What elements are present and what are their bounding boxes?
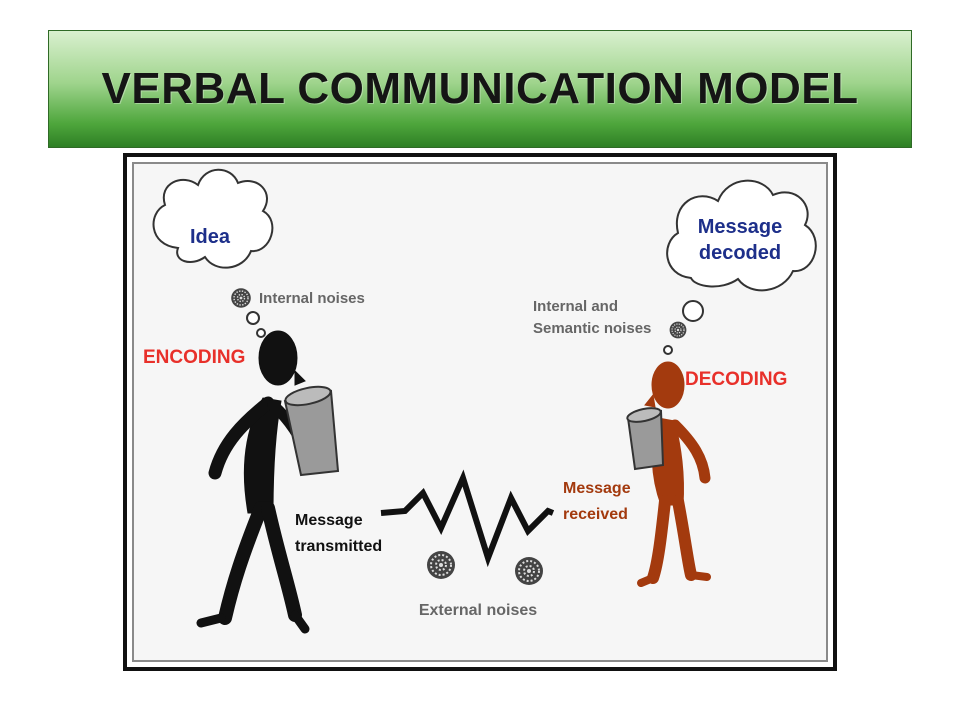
message-transmitted-line1: Message [295,512,363,529]
sender-noise-label: Internal noises [259,290,365,307]
sender-figure [196,330,314,634]
sender-thought-label: Idea [190,226,231,248]
message-transmitted-line2: transmitted [295,538,382,555]
receiver-noise-line1: Internal and [533,298,618,315]
receiver-thought-cloud [666,179,817,292]
receiver-noise-line2: Semantic noises [533,320,651,337]
title-banner: VERBAL COMMUNICATION MODEL [48,30,912,148]
receiver-thought-line1: Message [698,216,783,238]
external-noises-label: External noises [419,602,537,619]
decoding-label: DECODING [685,369,787,390]
message-received-line2: received [563,506,628,523]
internal-noise-icon [230,287,252,309]
receiver-thought-line2: decoded [699,242,781,264]
message-received-line1: Message [563,480,631,497]
page-title: VERBAL COMMUNICATION MODEL [101,64,859,113]
sender-thought-cloud [152,168,274,269]
receiver-cup-icon [626,407,665,471]
sender-thought-bubbles [230,287,266,338]
encoding-label: ENCODING [143,347,245,368]
sender-cup-icon [283,385,340,477]
communication-diagram: Idea Internal noises ENCODING Message tr… [143,168,817,634]
internal-semantic-noise-icon [668,321,688,339]
receiver-thought-bubbles [663,300,704,355]
receiver-figure [636,361,711,587]
message-signal-zigzag [380,469,555,568]
